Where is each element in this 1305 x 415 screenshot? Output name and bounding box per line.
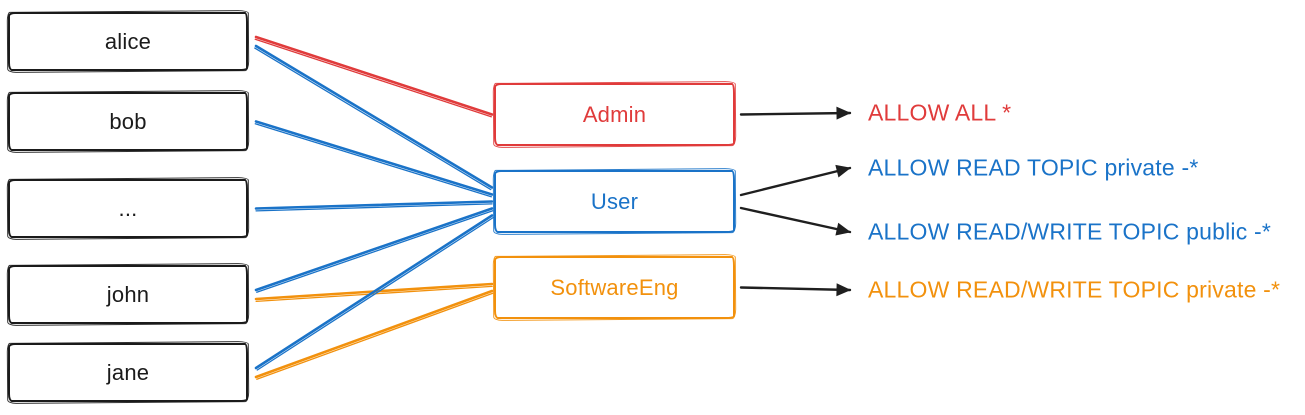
user-box-ellipsis[interactable]: ... [8, 179, 248, 238]
permission-allow-all[interactable]: ALLOW ALL * [868, 99, 1012, 126]
role-label-user: User [590, 188, 639, 214]
role-box-admin[interactable]: Admin [494, 83, 735, 146]
user-box-john[interactable]: john [8, 265, 248, 324]
permission-read-write-topic-private[interactable]: ALLOW READ/WRITE TOPIC private -* [868, 276, 1281, 303]
role-box-softwareeng[interactable]: SoftwareEng [494, 256, 735, 319]
role-label-admin: Admin [582, 101, 647, 127]
user-label-ellipsis: ... [118, 195, 138, 221]
permission-read-write-topic-public[interactable]: ALLOW READ/WRITE TOPIC public -* [868, 218, 1272, 245]
user-box-jane[interactable]: jane [8, 343, 248, 402]
user-label-alice: alice [104, 28, 152, 54]
user-label-john: john [106, 281, 150, 307]
user-box-alice[interactable]: alice [8, 12, 248, 71]
user-label-bob: bob [109, 108, 147, 134]
role-label-softwareeng: SoftwareEng [550, 274, 679, 300]
user-label-jane: jane [106, 359, 150, 385]
role-box-user[interactable]: User [494, 170, 735, 233]
user-box-bob[interactable]: bob [8, 92, 248, 151]
permission-read-topic-private[interactable]: ALLOW READ TOPIC private -* [868, 154, 1199, 181]
